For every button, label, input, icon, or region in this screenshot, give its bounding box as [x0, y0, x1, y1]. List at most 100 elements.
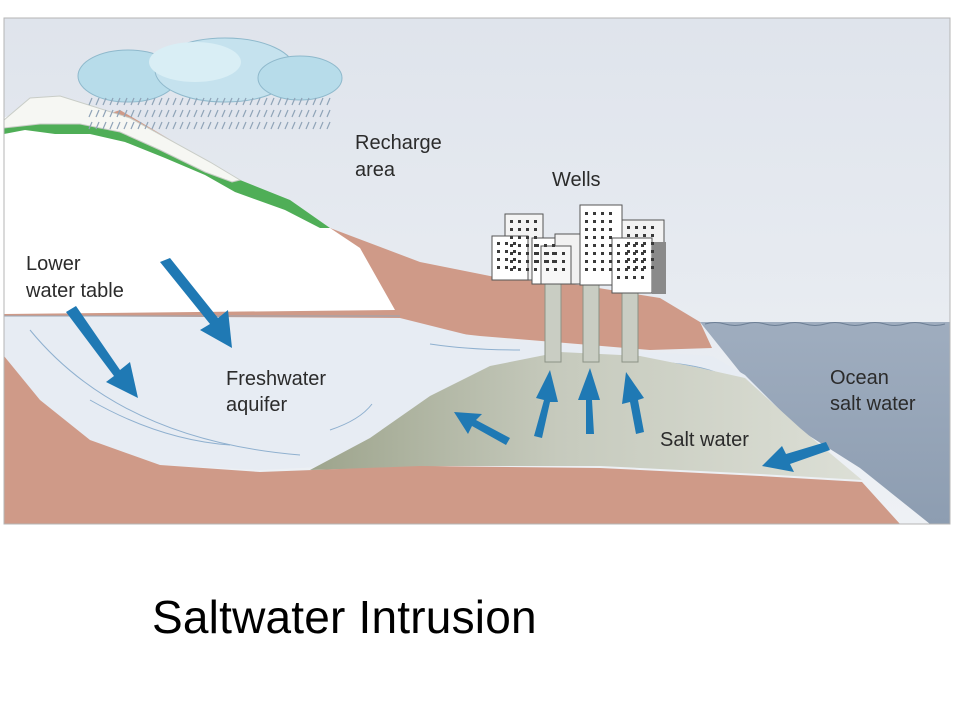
rain-drop [270, 97, 275, 106]
rain-drop [249, 121, 254, 130]
building-window [510, 252, 513, 255]
rain-drop [277, 109, 282, 118]
label-lower-water-table: water table [25, 280, 124, 302]
building-window [641, 268, 644, 271]
building-window [510, 244, 513, 247]
building-window [585, 244, 588, 247]
building-window [651, 250, 654, 253]
rain-drop [95, 109, 100, 118]
rain-drop [284, 97, 289, 106]
rain-drop [221, 97, 226, 106]
rain-drop [130, 97, 135, 106]
building-window [643, 258, 646, 261]
building-window [534, 252, 537, 255]
rain-drop [312, 97, 317, 106]
building-window [544, 244, 547, 247]
rain-drop [137, 121, 142, 130]
building-window [534, 260, 537, 263]
building-window [609, 236, 612, 239]
arrow-from-ocean [762, 442, 830, 472]
rain-drop [102, 109, 107, 118]
rain-drop [137, 109, 142, 118]
building-window [635, 258, 638, 261]
building-window [497, 242, 500, 245]
rain-drop [102, 97, 107, 106]
building-window [601, 228, 604, 231]
rain-drop [207, 97, 212, 106]
rain-drop [144, 109, 149, 118]
rain-drop [305, 97, 310, 106]
building-window [617, 252, 620, 255]
rain-drop [263, 121, 268, 130]
rain-drop [256, 97, 261, 106]
building-window [627, 266, 630, 269]
building-window [554, 252, 557, 255]
building-window [609, 220, 612, 223]
rain-drop [186, 109, 191, 118]
rain-drop [172, 97, 177, 106]
building-window [534, 244, 537, 247]
building-window [635, 250, 638, 253]
rain-drop [305, 121, 310, 130]
building-window [526, 220, 529, 223]
building-window [585, 260, 588, 263]
arrow-down-left [66, 306, 138, 398]
rain-drop [186, 121, 191, 130]
building-window [518, 236, 521, 239]
arrow-up-well [534, 370, 558, 438]
building-window [625, 276, 628, 279]
building-window [510, 228, 513, 231]
building-window [562, 268, 565, 271]
label-ocean-salt-water: salt water [830, 393, 916, 415]
rain-drop [200, 97, 205, 106]
rain-drop [109, 97, 114, 106]
label-ocean-salt-water: Ocean [830, 367, 889, 389]
rain-drop [228, 121, 233, 130]
slide-title: Saltwater Intrusion [152, 591, 537, 643]
building-window [526, 244, 529, 247]
rain-drop [326, 121, 331, 130]
rain-drop [95, 97, 100, 106]
label-salt-water: Salt water [660, 429, 749, 451]
rain-drop [144, 97, 149, 106]
rain-drop [263, 109, 268, 118]
rain-drop [172, 121, 177, 130]
rain-drop [326, 109, 331, 118]
rain-drop [151, 109, 156, 118]
building-window [601, 252, 604, 255]
rain-drop [116, 97, 121, 106]
building-window [617, 276, 620, 279]
building-window [585, 220, 588, 223]
aquifer-flow-line [429, 343, 521, 351]
rain-drop [221, 109, 226, 118]
rain-drop [249, 109, 254, 118]
rain-drop [228, 97, 233, 106]
label-recharge-area: area [355, 159, 396, 181]
building-window [627, 258, 630, 261]
rain-drop [214, 109, 219, 118]
building-window [593, 268, 596, 271]
rain-drop [228, 109, 233, 118]
building-window [609, 228, 612, 231]
rain-drop [179, 121, 184, 130]
rain-drop [130, 121, 135, 130]
building-window [534, 268, 537, 271]
building-window [643, 226, 646, 229]
building-window [585, 212, 588, 215]
building-window [643, 234, 646, 237]
rain-drop [172, 109, 177, 118]
building-window [554, 268, 557, 271]
rain-drop [298, 97, 303, 106]
building-window [593, 252, 596, 255]
building-window [609, 252, 612, 255]
building-window [609, 268, 612, 271]
rain-drop [235, 109, 240, 118]
building-window [625, 244, 628, 247]
rain-drop [214, 121, 219, 130]
rain-drop [291, 121, 296, 130]
building-window [497, 258, 500, 261]
building-window [562, 260, 565, 263]
building [540, 245, 572, 285]
building-window [643, 242, 646, 245]
rain-drop [235, 121, 240, 130]
